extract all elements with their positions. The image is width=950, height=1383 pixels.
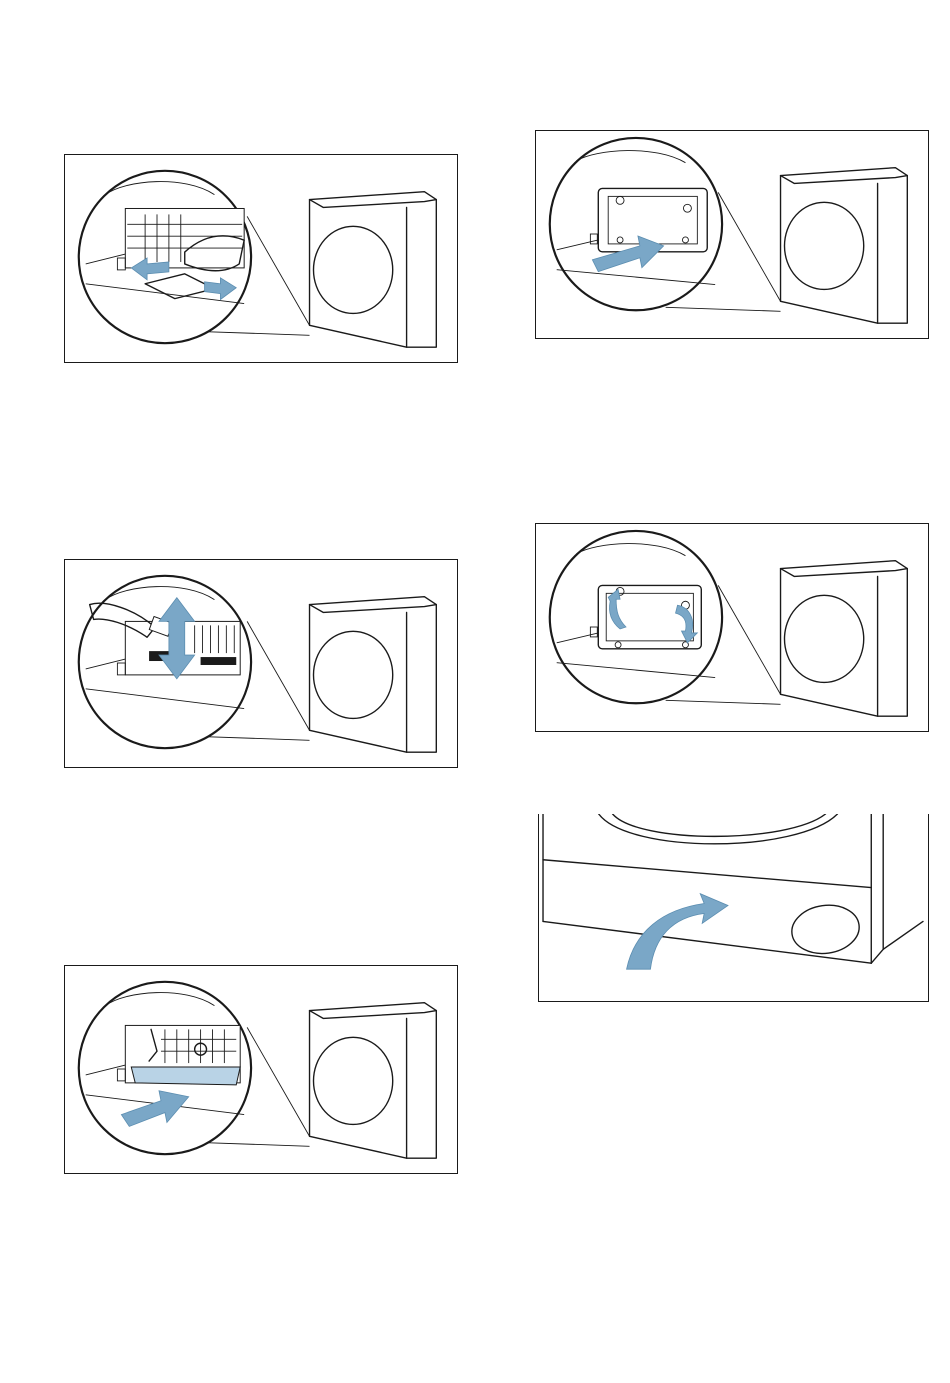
magnifier-lens bbox=[550, 138, 722, 310]
magnifier-lens bbox=[79, 171, 251, 343]
figure-close-flap bbox=[538, 814, 929, 1002]
rinse-filter-illustration bbox=[65, 560, 457, 767]
dryer-icon bbox=[310, 192, 437, 347]
curved-arrow-icon bbox=[627, 894, 728, 970]
figure-filter-removal bbox=[64, 154, 458, 363]
dryer-icon bbox=[310, 1003, 437, 1158]
filter-removal-illustration bbox=[65, 155, 457, 362]
close-flap-illustration bbox=[539, 814, 928, 1001]
dryer-icon bbox=[310, 597, 437, 752]
figure-insert-cover bbox=[535, 130, 929, 339]
figure-lock-levers bbox=[535, 523, 929, 732]
flap-icon bbox=[789, 901, 863, 958]
insert-cover-illustration bbox=[536, 131, 928, 338]
magnifier-lens bbox=[79, 982, 251, 1154]
insert-filter-illustration bbox=[65, 966, 457, 1173]
lock-levers-illustration bbox=[536, 524, 928, 731]
figure-insert-filter bbox=[64, 965, 458, 1174]
magnifier-lens bbox=[550, 531, 722, 703]
figure-rinse-filter bbox=[64, 559, 458, 768]
dryer-icon bbox=[781, 168, 908, 323]
dryer-icon bbox=[781, 561, 908, 716]
